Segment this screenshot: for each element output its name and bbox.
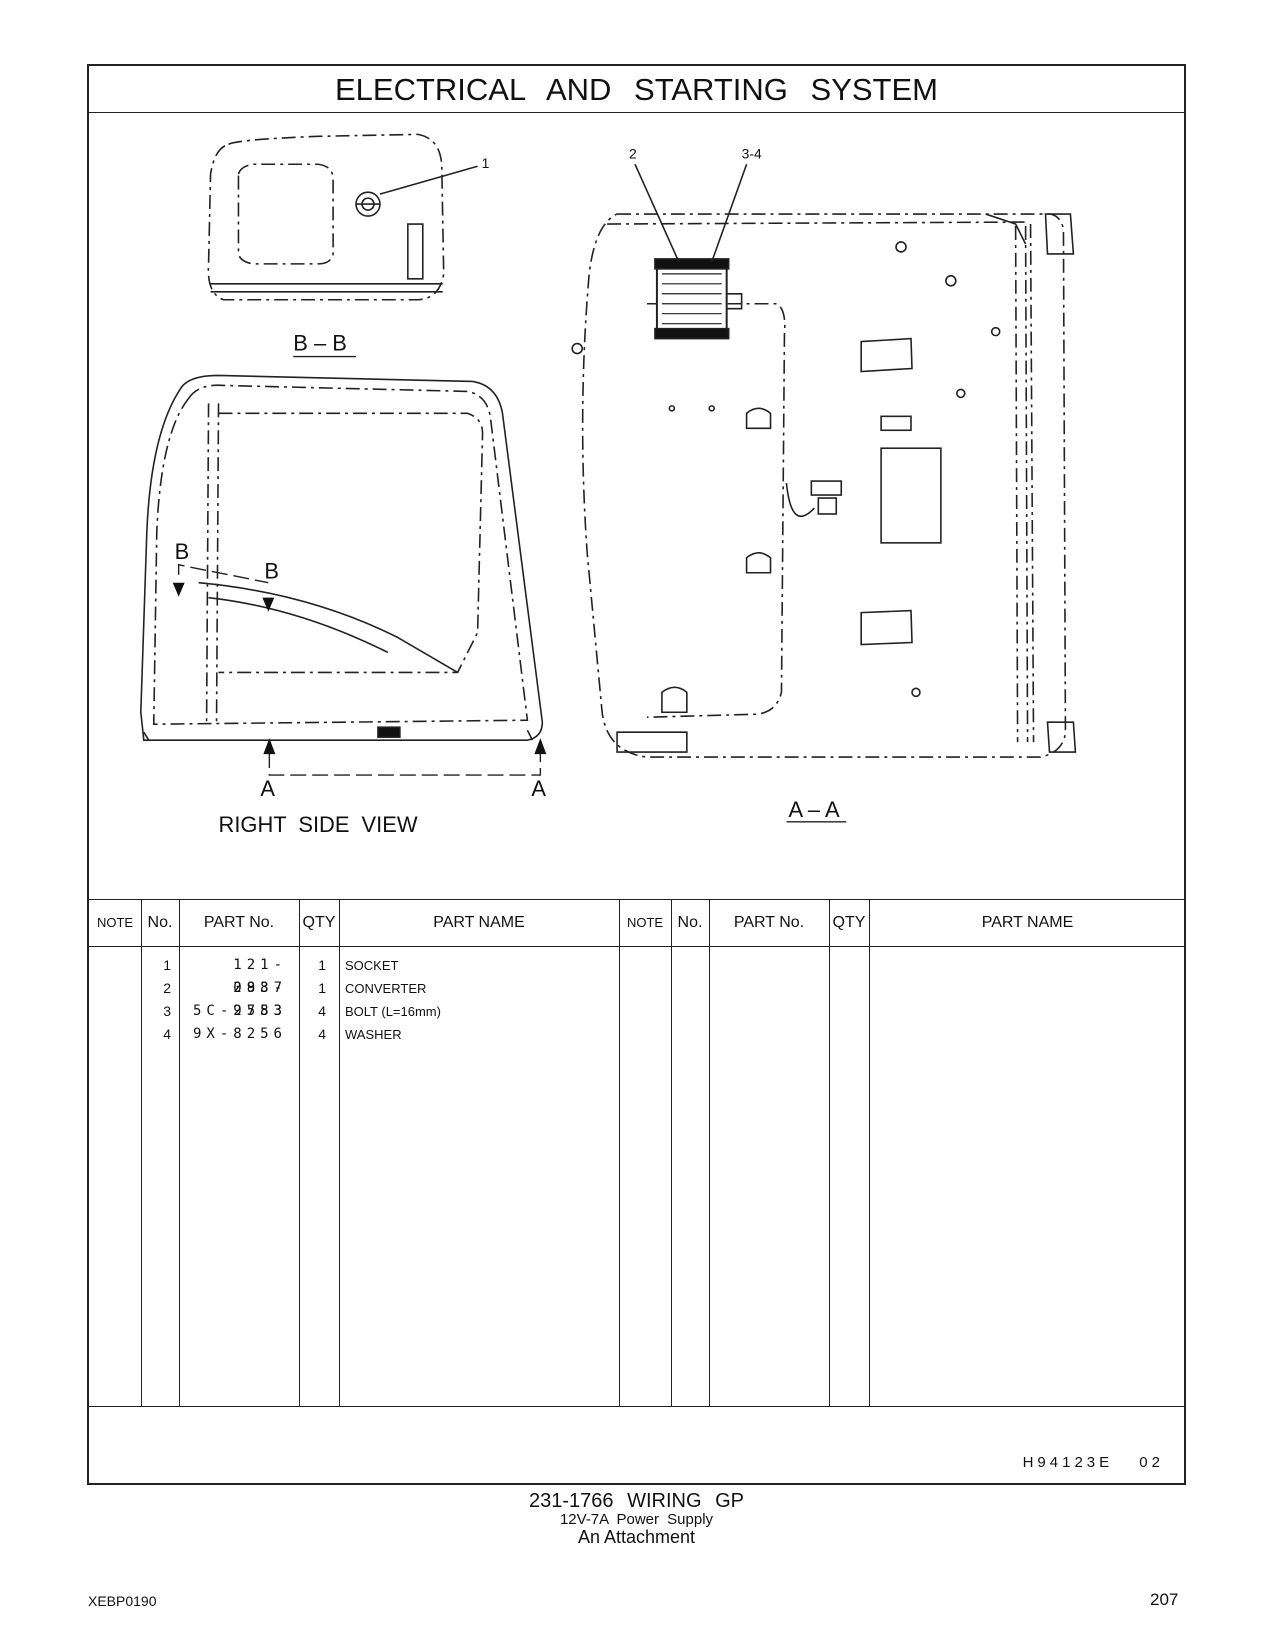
drawing-svg: 1 B – B B <box>140 133 1077 837</box>
col-divider <box>619 900 620 1406</box>
callout-1: 1 <box>482 155 490 171</box>
header-note: NOTE <box>96 915 134 930</box>
header-part-name-2: PART NAME <box>981 914 1074 931</box>
table-row: 3 5C-9553 4 BOLT (L=16mm) <box>89 1000 1184 1023</box>
col-divider <box>299 900 300 1406</box>
header-part-no: PART No. <box>203 914 275 931</box>
view-bb-label: B – B <box>293 331 347 356</box>
row-part-no: 9X-8256 <box>192 1026 287 1042</box>
table-row: 1 121-0987 1 SOCKET <box>89 954 1184 996</box>
header-note-2: NOTE <box>626 915 664 930</box>
row-no: 2 <box>163 980 171 996</box>
table-row: 4 9X-8256 4 WASHER <box>89 1023 1184 1046</box>
row-part-no: 121-0987 <box>233 957 287 996</box>
header-part-name: PART NAME <box>433 914 525 931</box>
row-part-name: BOLT (L=16mm) <box>345 1004 441 1019</box>
caption-main: 231-1766 WIRING GP <box>529 1490 744 1512</box>
callout-3-4: 3-4 <box>742 145 762 161</box>
col-divider <box>141 900 142 1406</box>
view-bb-drawing: 1 B – B <box>207 133 490 358</box>
section-a-left: A <box>260 776 275 801</box>
row-qty: 4 <box>318 1003 326 1019</box>
page-number: 207 <box>1150 1590 1179 1609</box>
header-part-no-2: PART No. <box>733 914 805 931</box>
row-qty: 1 <box>318 980 326 996</box>
callout-2: 2 <box>629 145 637 161</box>
page-frame: ELECTRICAL AND STARTING SYSTEM 1 B – B <box>87 64 1186 1485</box>
section-b-right: B <box>264 559 279 584</box>
header-qty: QTY <box>302 914 336 931</box>
row-part-no: 283-2783 <box>233 980 287 1019</box>
section-b-left: B <box>175 539 190 564</box>
right-side-view-drawing: B B A A RIGHT SIDE VIEW <box>140 374 546 837</box>
reference-code: H94123E 02 <box>1022 1454 1164 1471</box>
row-part-no: 5C-9553 <box>192 1003 287 1019</box>
caption-sub: 12V-7A Power Supply <box>559 1511 714 1528</box>
row-no: 3 <box>163 1003 171 1019</box>
header-divider <box>89 946 1184 947</box>
right-side-view-label: RIGHT SIDE VIEW <box>219 812 418 837</box>
view-aa-drawing: 2 3-4 <box>571 145 1077 823</box>
col-divider <box>339 900 340 1406</box>
row-qty: 1 <box>318 957 326 973</box>
row-no: 4 <box>163 1026 171 1042</box>
caption: 231-1766 WIRING GP 12V-7A Power Supply A… <box>0 1490 1273 1546</box>
col-divider <box>869 900 870 1406</box>
header-no: No. <box>147 914 173 931</box>
col-divider <box>709 900 710 1406</box>
row-no: 1 <box>163 957 171 973</box>
page-title: ELECTRICAL AND STARTING SYSTEM <box>89 66 1184 113</box>
row-part-name: CONVERTER <box>345 981 427 996</box>
col-divider <box>829 900 830 1406</box>
col-divider <box>179 900 180 1406</box>
parts-drawing: 1 B – B B <box>89 113 1184 899</box>
section-a-right: A <box>531 776 546 801</box>
document-code: XEBP0190 <box>88 1593 157 1609</box>
col-divider <box>671 900 672 1406</box>
row-part-name: WASHER <box>345 1027 402 1042</box>
view-aa-label: A – A <box>788 797 840 822</box>
caption-sub-2: An Attachment <box>577 1527 696 1547</box>
header-qty-2: QTY <box>832 914 866 931</box>
table-row: 2 283-2783 1 CONVERTER <box>89 977 1184 1019</box>
parts-table: NOTE No. PART No. QTY PART NAME NOTE No.… <box>89 899 1184 1407</box>
header-no-2: No. <box>677 914 703 931</box>
row-qty: 4 <box>318 1026 326 1042</box>
row-part-name: SOCKET <box>345 958 399 973</box>
